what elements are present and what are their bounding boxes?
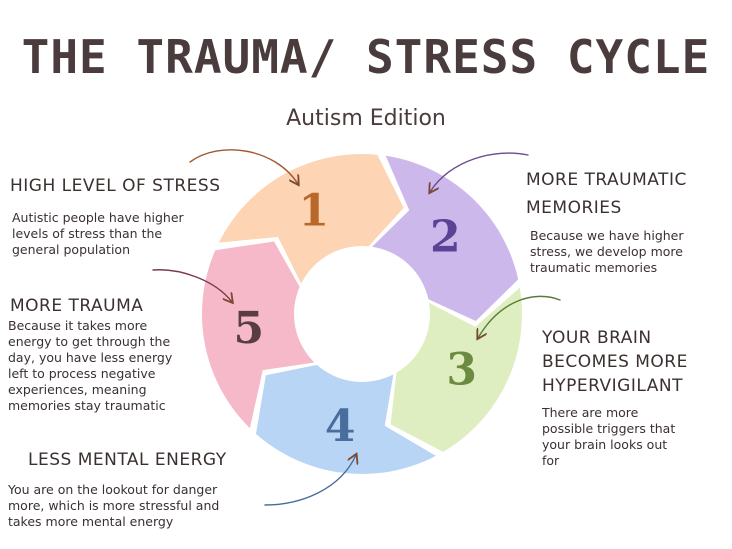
step-3-desc-line: There are more (542, 405, 639, 420)
step-3-description: There are more possible triggers that yo… (542, 405, 727, 469)
step-1-desc-line: general population (12, 242, 130, 257)
cycle-segment-5 (201, 241, 315, 429)
step-2-description: Because we have higher stress, we develo… (530, 228, 725, 276)
step-2-desc-line: traumatic memories (530, 260, 658, 275)
cycle-segment-4 (255, 364, 436, 474)
step-5-desc-line: experiences, meaning (8, 382, 147, 397)
step-4-desc-line: more, which is more stressful and (8, 498, 220, 513)
step-4-description: You are on the lookout for danger more, … (8, 482, 268, 530)
step-1-description: Autistic people have higher levels of st… (12, 210, 227, 258)
step-1-desc-line: Autistic people have higher (12, 210, 184, 225)
cycle-segment-1 (218, 154, 404, 284)
step-3-desc-line: possible triggers that (542, 421, 676, 436)
diagram-subtitle: Autism Edition (286, 106, 446, 131)
step-5-desc-line: Because it takes more (8, 318, 148, 333)
step-2-heading-line: MORE TRAUMATIC (526, 170, 687, 190)
step-number-4: 4 (325, 401, 356, 452)
step-2-heading: MORE TRAUMATIC MEMORIES (526, 166, 687, 222)
step-4-desc-line: You are on the lookout for danger (8, 482, 218, 497)
step-3-heading-line: BECOMES MORE (542, 352, 688, 372)
step-1-desc-line: levels of stress than the (12, 226, 163, 241)
step-4-heading: LESS MENTAL ENERGY (28, 450, 227, 470)
step-2-desc-line: stress, we develop more (530, 244, 683, 259)
step-5-heading: MORE TRAUMA (10, 296, 144, 316)
step-2-desc-line: Because we have higher (530, 228, 684, 243)
arrow-to-step-3 (478, 295, 561, 338)
step-3-heading-line: HYPERVIGILANT (542, 376, 683, 396)
step-3-desc-line: for (542, 453, 560, 468)
step-3-desc-line: your brain looks out (542, 437, 668, 452)
step-number-2: 2 (430, 211, 461, 262)
step-5-desc-line: memories stay traumatic (8, 398, 166, 413)
arrow-to-step-4 (264, 455, 356, 506)
step-number-1: 1 (299, 186, 330, 237)
step-5-desc-line: day, you have less energy (8, 350, 173, 365)
step-5-desc-line: left to process negative (8, 366, 156, 381)
step-2-heading-line: MEMORIES (526, 198, 622, 218)
step-3-heading-line: YOUR BRAIN (542, 328, 652, 348)
step-5-description: Because it takes more energy to get thro… (8, 318, 208, 414)
diagram-title: THE TRAUMA/ STRESS CYCLE (21, 30, 711, 84)
step-1-heading: HIGH LEVEL OF STRESS (10, 176, 221, 196)
step-number-3: 3 (446, 344, 477, 395)
step-4-desc-line: takes more mental energy (8, 514, 174, 529)
arrow-to-step-5 (152, 269, 232, 302)
cycle-segment-2 (372, 155, 519, 321)
step-3-heading: YOUR BRAIN BECOMES MORE HYPERVIGILANT (542, 326, 688, 398)
step-number-5: 5 (234, 303, 265, 354)
step-5-desc-line: energy to get through the (8, 334, 171, 349)
arrow-to-step-1 (189, 149, 298, 184)
arrow-to-step-2 (430, 152, 529, 192)
cycle-segment-3 (390, 287, 522, 452)
